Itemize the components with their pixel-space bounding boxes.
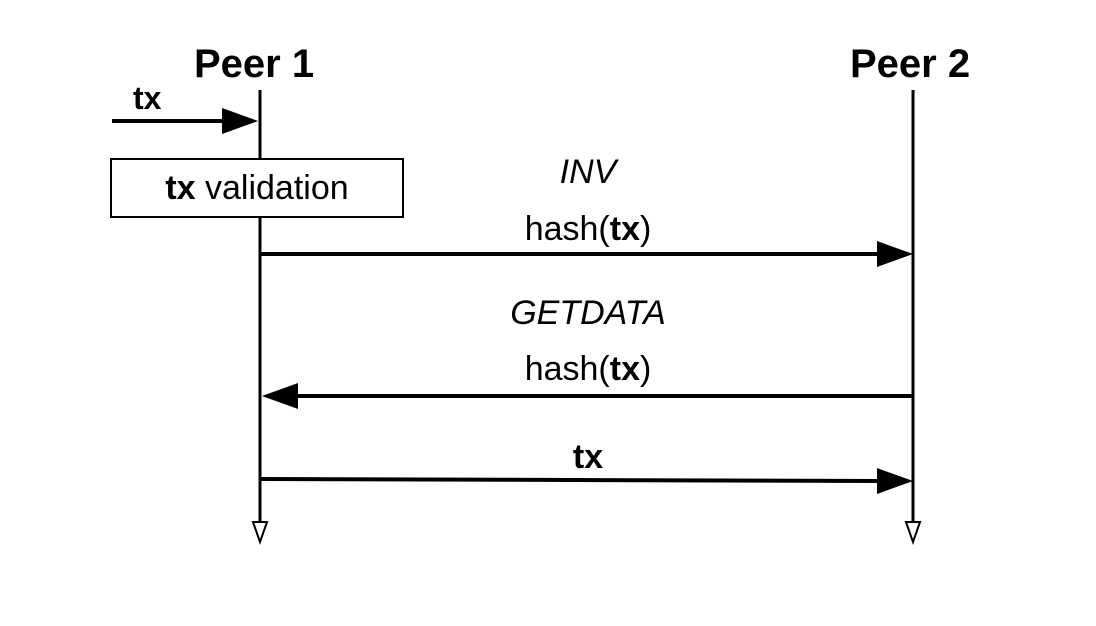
getdata-arrowhead — [262, 383, 298, 409]
inv-arrowhead — [877, 241, 913, 267]
getdata-payload-prefix: hash( — [524, 350, 610, 388]
getdata-payload-tx: tx — [609, 350, 640, 388]
peer2-lifeline-end-arrow — [904, 521, 922, 546]
getdata-message-name: GETDATA — [510, 294, 666, 332]
validation-tx-label: tx — [165, 168, 196, 207]
getdata-payload: hash(tx) — [488, 352, 688, 386]
peer2-title: Peer 2 — [850, 42, 971, 86]
peer1-title: Peer 1 — [194, 42, 315, 86]
tx-arrow — [259, 477, 881, 483]
inv-payload-tx: tx — [609, 210, 640, 248]
inv-message-name: INV — [559, 153, 617, 191]
inv-payload-suffix: ) — [639, 210, 652, 248]
incoming-tx-arrowhead — [222, 108, 258, 134]
peer1-lifeline-end-arrow — [251, 521, 269, 546]
inv-payload: hash(tx) — [488, 212, 688, 246]
validation-text: validation — [195, 168, 349, 207]
inv-payload-prefix: hash( — [524, 210, 610, 248]
getdata-payload-suffix: ) — [639, 350, 652, 388]
tx-validation-box: tx validation — [110, 158, 404, 218]
tx-message-label: tx — [572, 438, 604, 476]
tx-arrowhead — [877, 468, 913, 494]
incoming-tx-label: tx — [133, 80, 162, 116]
